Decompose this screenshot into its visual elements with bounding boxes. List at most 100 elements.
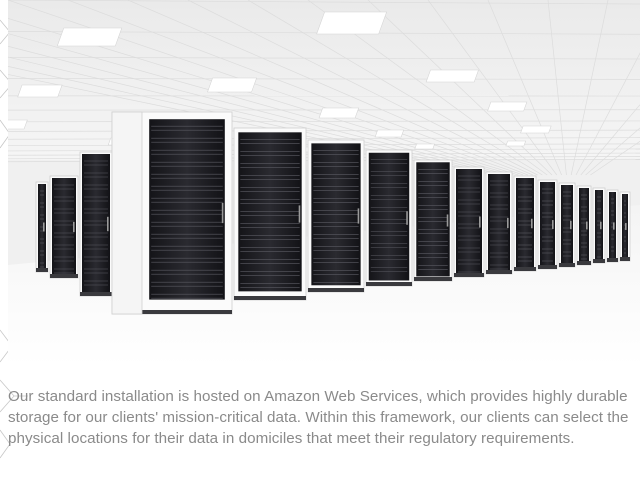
- rack-glass-door: [38, 184, 46, 268]
- server-rack: [79, 151, 113, 297]
- rack-base: [112, 310, 232, 314]
- server-rack: [537, 179, 558, 270]
- ceiling-grid-line: [8, 56, 640, 60]
- rack-handle: [357, 208, 360, 224]
- rack-glass-door: [609, 192, 616, 258]
- rack-glass-door: [368, 152, 410, 281]
- rack-handle: [531, 218, 533, 229]
- server-rack: [35, 181, 49, 273]
- rack-base: [234, 296, 306, 300]
- rack-handle: [107, 216, 109, 232]
- rack-handle: [552, 220, 554, 229]
- rack-base: [366, 282, 412, 286]
- server-rack: [558, 182, 576, 268]
- rack-handle: [446, 214, 449, 227]
- server-racks: [35, 111, 631, 315]
- server-rack: [49, 175, 79, 279]
- ceiling-grid-line: [575, 52, 640, 176]
- rack-glass-door: [488, 174, 510, 270]
- server-rack: [485, 171, 513, 275]
- description-text: Our standard installation is hosted on A…: [8, 388, 629, 447]
- rack-glass-door: [595, 190, 603, 259]
- ceiling-light: [414, 143, 435, 150]
- server-rack: [365, 149, 413, 287]
- ceiling-grid-line: [8, 0, 640, 5]
- ceiling-grid-line: [427, 0, 558, 176]
- ceiling-grid-line: [67, 0, 529, 176]
- rack-base: [80, 292, 112, 296]
- server-rack: [592, 187, 606, 264]
- rack-handle: [625, 223, 627, 230]
- rack-glass-door: [456, 169, 482, 273]
- ceiling-light: [17, 84, 63, 98]
- ceiling-light: [520, 125, 552, 134]
- rack-handle: [507, 217, 509, 229]
- ceiling-grid-line: [585, 127, 640, 176]
- server-rack: [619, 191, 631, 262]
- server-rack: [413, 159, 453, 282]
- ceiling-grid-line: [590, 140, 640, 176]
- rack-base: [50, 274, 78, 278]
- ceiling-light: [487, 101, 528, 112]
- rack-handle: [570, 220, 572, 230]
- ceiling-grid-line: [8, 45, 509, 176]
- ceiling-light: [425, 69, 479, 83]
- ceiling-grid-line: [8, 33, 514, 176]
- rack-base: [514, 267, 536, 271]
- ceiling-grid-line: [8, 65, 500, 176]
- server-room-illustration: [8, 0, 640, 366]
- rack-handle: [613, 222, 615, 230]
- rack-base: [454, 273, 484, 277]
- rack-base: [620, 257, 630, 261]
- server-rack: [576, 185, 592, 266]
- rack-glass-door: [579, 188, 589, 261]
- ceiling-grid-line: [547, 0, 567, 176]
- ceiling-light: [207, 77, 258, 93]
- ceiling-light: [56, 27, 123, 47]
- rack-side-panel: [111, 111, 143, 315]
- rack-base: [486, 270, 512, 274]
- rack-glass-door: [540, 182, 555, 265]
- ceiling-grid-line: [487, 0, 562, 176]
- rack-glass-door: [238, 132, 302, 292]
- ceiling-light: [8, 119, 28, 130]
- rack-handle: [73, 221, 75, 233]
- rack-base: [607, 258, 618, 262]
- ceiling-grid-line: [580, 104, 640, 176]
- rack-handle: [43, 222, 45, 232]
- server-rack: [233, 127, 307, 301]
- ceiling-grid-line: [8, 56, 505, 176]
- rack-handle: [479, 216, 481, 228]
- rack-handle: [406, 211, 408, 225]
- ceiling-light: [316, 11, 388, 35]
- ceiling-grid-line: [570, 0, 609, 176]
- rack-base: [414, 277, 452, 281]
- rack-glass-door: [416, 162, 450, 277]
- rack-handle: [221, 202, 224, 224]
- rack-glass-door: [52, 178, 76, 274]
- ceiling-grid-line: [247, 0, 543, 176]
- server-rack: [513, 175, 537, 272]
- rack-handle: [586, 221, 588, 230]
- rack-glass-door: [561, 185, 573, 263]
- server-rack: [606, 189, 619, 263]
- rack-handle: [600, 221, 602, 230]
- server-room-image: [8, 0, 640, 366]
- rack-handle: [298, 205, 301, 223]
- rack-glass-door: [82, 154, 110, 292]
- rack-glass-door: [149, 119, 225, 300]
- rack-base: [36, 268, 48, 272]
- rack-base: [308, 288, 364, 292]
- ceiling-grid-line: [8, 78, 640, 80]
- ceiling-grid-line: [187, 0, 538, 176]
- ceiling-light: [374, 129, 405, 138]
- server-rack: [453, 166, 485, 278]
- server-rack: [307, 139, 365, 293]
- rack-base: [593, 259, 605, 263]
- ceiling-grid-line: [127, 0, 533, 176]
- ceiling-light: [505, 140, 527, 147]
- rack-base: [577, 261, 591, 265]
- rack-base: [538, 265, 557, 269]
- rack-base: [559, 263, 575, 267]
